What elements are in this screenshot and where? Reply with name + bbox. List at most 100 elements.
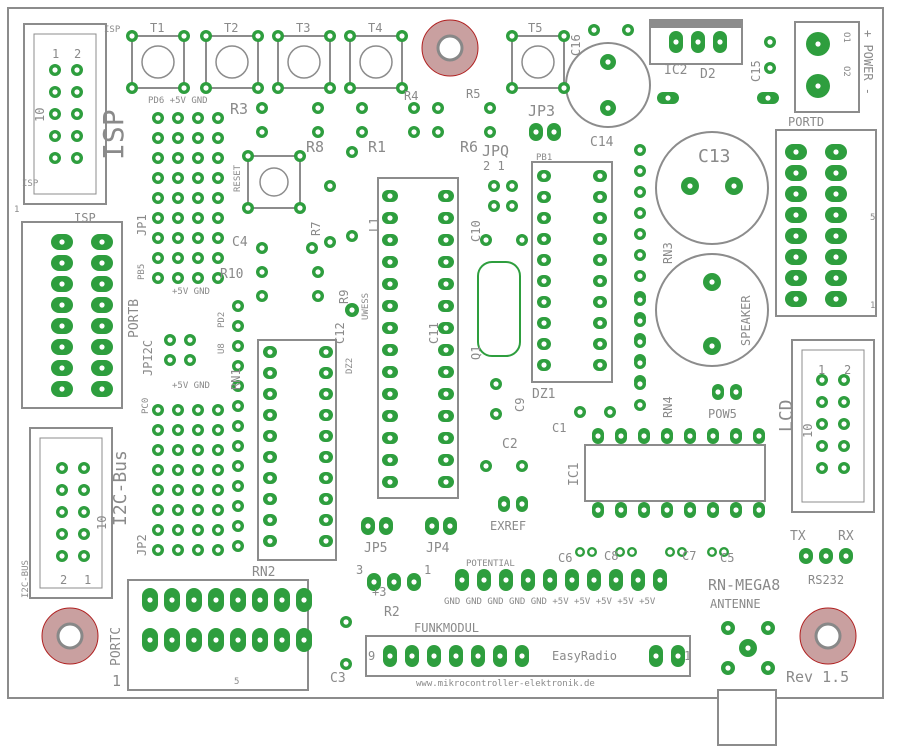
drill-hole — [235, 597, 241, 603]
drill-hole — [618, 433, 624, 439]
r2-label: R2 — [384, 605, 400, 620]
drill-hole — [74, 67, 80, 73]
drill-hole — [327, 85, 333, 91]
drill-hole — [309, 245, 315, 251]
isp-small-label: ISP — [22, 179, 39, 189]
drill-hole — [497, 653, 503, 659]
pad-layer — [49, 24, 853, 675]
drill-hole — [327, 183, 333, 189]
drill-hole — [52, 155, 58, 161]
drill-hole — [443, 391, 449, 397]
drill-hole — [365, 523, 371, 529]
t5-label: T5 — [528, 21, 543, 35]
drill-hole — [541, 194, 547, 200]
drill-hole — [803, 553, 809, 559]
r3-label: R3 — [230, 100, 249, 118]
drill-hole — [709, 279, 715, 285]
portb-connector-outline — [21, 221, 123, 409]
t5-button — [511, 35, 565, 89]
pd6-row-label: PD6 +5V GND — [148, 96, 208, 106]
drill-hole — [541, 278, 547, 284]
rn1-label: RN1 — [229, 368, 243, 390]
isp-pin10-label: 10 — [33, 107, 47, 122]
drill-hole — [195, 547, 201, 553]
drill-hole — [255, 85, 261, 91]
drill-hole — [721, 549, 727, 555]
drill-hole — [187, 357, 193, 363]
drill-hole — [155, 235, 161, 241]
ic1-label: IC1 — [567, 462, 582, 486]
quartz-outline — [477, 261, 521, 357]
r7-label: R7 — [309, 221, 323, 236]
drill-hole — [793, 170, 799, 176]
drill-hole — [323, 433, 329, 439]
mounting-hole — [799, 607, 857, 665]
funkmodul-label: FUNKMODUL — [414, 621, 480, 635]
drill-hole — [725, 665, 731, 671]
drill-hole — [155, 255, 161, 261]
drill-hole — [215, 255, 221, 261]
drill-hole — [443, 281, 449, 287]
drill-hole — [653, 653, 659, 659]
o1-label: O1 — [841, 32, 851, 43]
drill-hole — [493, 411, 499, 417]
drill-hole — [841, 399, 847, 405]
rn2-label: RN2 — [252, 565, 276, 580]
drill-hole — [267, 391, 273, 397]
drill-hole — [605, 59, 611, 65]
drill-hole — [409, 653, 415, 659]
drill-hole — [195, 467, 201, 473]
drill-hole — [74, 155, 80, 161]
drill-hole — [181, 85, 187, 91]
drill-hole — [841, 465, 847, 471]
drill-hole — [215, 175, 221, 181]
drill-hole — [129, 85, 135, 91]
drill-hole — [509, 203, 515, 209]
drill-hole — [717, 39, 723, 45]
speaker — [655, 253, 769, 367]
drill-hole — [453, 653, 459, 659]
drill-hole — [259, 245, 265, 251]
drill-hole — [618, 507, 624, 513]
drill-hole — [843, 553, 849, 559]
drill-hole — [687, 183, 693, 189]
drill-hole — [597, 257, 603, 263]
drill-hole — [793, 254, 799, 260]
drill-hole — [323, 412, 329, 418]
drill-hole — [597, 320, 603, 326]
drill-hole — [637, 189, 643, 195]
portb-top-label: ISP — [74, 211, 96, 225]
drill-hole — [665, 95, 671, 101]
drill-hole — [195, 135, 201, 141]
drill-hole — [195, 215, 201, 221]
drill-hole — [235, 523, 241, 529]
drill-hole — [597, 236, 603, 242]
drill-hole — [387, 281, 393, 287]
drill-hole — [203, 85, 209, 91]
drill-hole — [387, 237, 393, 243]
drill-hole — [359, 105, 365, 111]
portd-label: PORTD — [788, 115, 825, 129]
drill-hole — [74, 133, 80, 139]
drill-hole — [443, 369, 449, 375]
drill-hole — [637, 297, 643, 303]
drill-hole — [629, 549, 635, 555]
drill-hole — [235, 383, 241, 389]
r10-label: R10 — [220, 267, 244, 282]
drill-hole — [181, 33, 187, 39]
drill-hole — [267, 433, 273, 439]
portd-pin5-label: 5 — [870, 213, 876, 223]
drill-hole — [235, 543, 241, 549]
drill-hole — [637, 147, 643, 153]
drill-hole — [301, 637, 307, 643]
c12-label: C12 — [333, 322, 347, 344]
drill-hole — [541, 320, 547, 326]
drill-hole — [487, 129, 493, 135]
drill-hole — [349, 233, 355, 239]
drill-hole — [343, 619, 349, 625]
r5-label: R5 — [466, 87, 481, 101]
portb-label: PORTB — [127, 298, 142, 338]
drill-hole — [715, 389, 721, 395]
drill-hole — [541, 257, 547, 263]
drill-hole — [597, 299, 603, 305]
